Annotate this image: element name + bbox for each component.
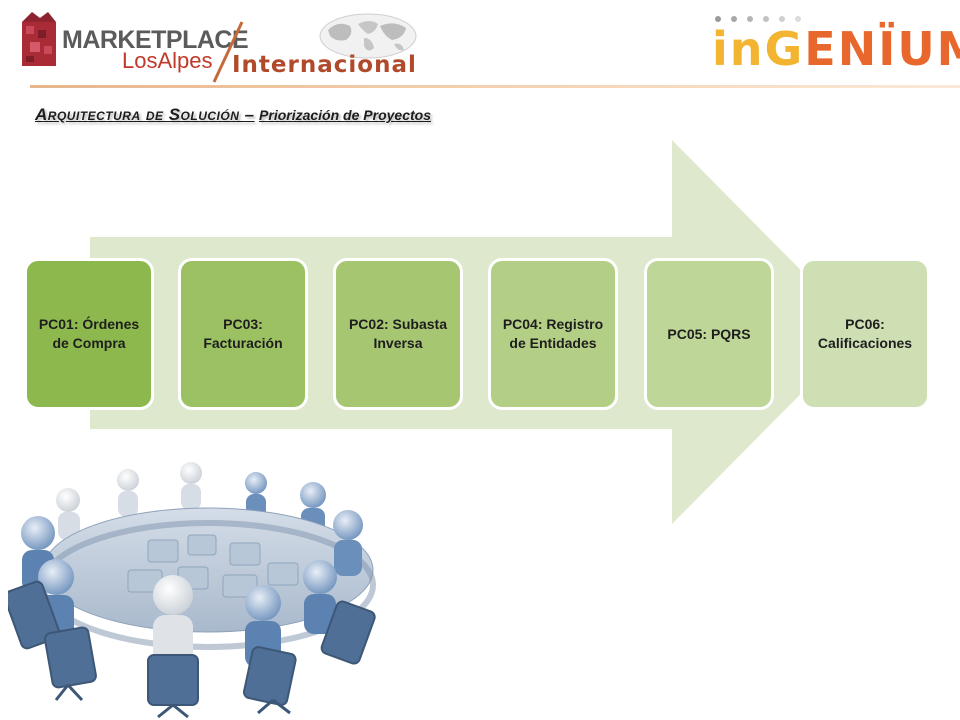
project-label: PC05: PQRS xyxy=(667,325,751,342)
meeting-table-illustration xyxy=(8,462,376,719)
project-label: PC04: Registro de Entidades xyxy=(502,316,604,351)
project-label: PC06: Calificaciones xyxy=(817,316,913,351)
project-label: PC01: Órdenes de Compra xyxy=(38,316,140,351)
page-title-sub: Priorización de Proyectos xyxy=(259,107,431,123)
project-box-pc06: PC06: Calificaciones xyxy=(800,258,930,410)
internacional-label: Internacional xyxy=(232,52,417,78)
header-divider xyxy=(30,85,960,88)
page-title-main: Arquitectura de Solución – xyxy=(35,105,255,124)
project-box-pc04: PC04: Registro de Entidades xyxy=(488,258,618,410)
slash-divider xyxy=(212,21,244,83)
ingenium-dots-icon xyxy=(715,16,801,22)
project-label: PC02: Subasta Inversa xyxy=(348,316,448,351)
page-title: Arquitectura de Solución – Priorización … xyxy=(35,105,431,125)
ingenium-logo: inGENÏUM xyxy=(712,22,960,76)
project-box-pc05: PC05: PQRS xyxy=(644,258,774,410)
ingenium-logo-part-a: inG xyxy=(712,22,805,76)
ingenium-logo-part-b: ENÏUM xyxy=(804,22,960,76)
world-map-icon xyxy=(319,13,417,59)
marketplace-logo-icon xyxy=(22,12,56,66)
marketplace-title: MARKETPLACE xyxy=(62,26,249,54)
process-arrow xyxy=(90,140,862,524)
project-box-pc03: PC03: Facturación xyxy=(178,258,308,410)
project-box-pc02: PC02: Subasta Inversa xyxy=(333,258,463,410)
project-box-pc01: PC01: Órdenes de Compra xyxy=(24,258,154,410)
marketplace-subtitle: LosAlpes xyxy=(122,48,213,73)
project-label: PC03: Facturación xyxy=(203,316,283,351)
